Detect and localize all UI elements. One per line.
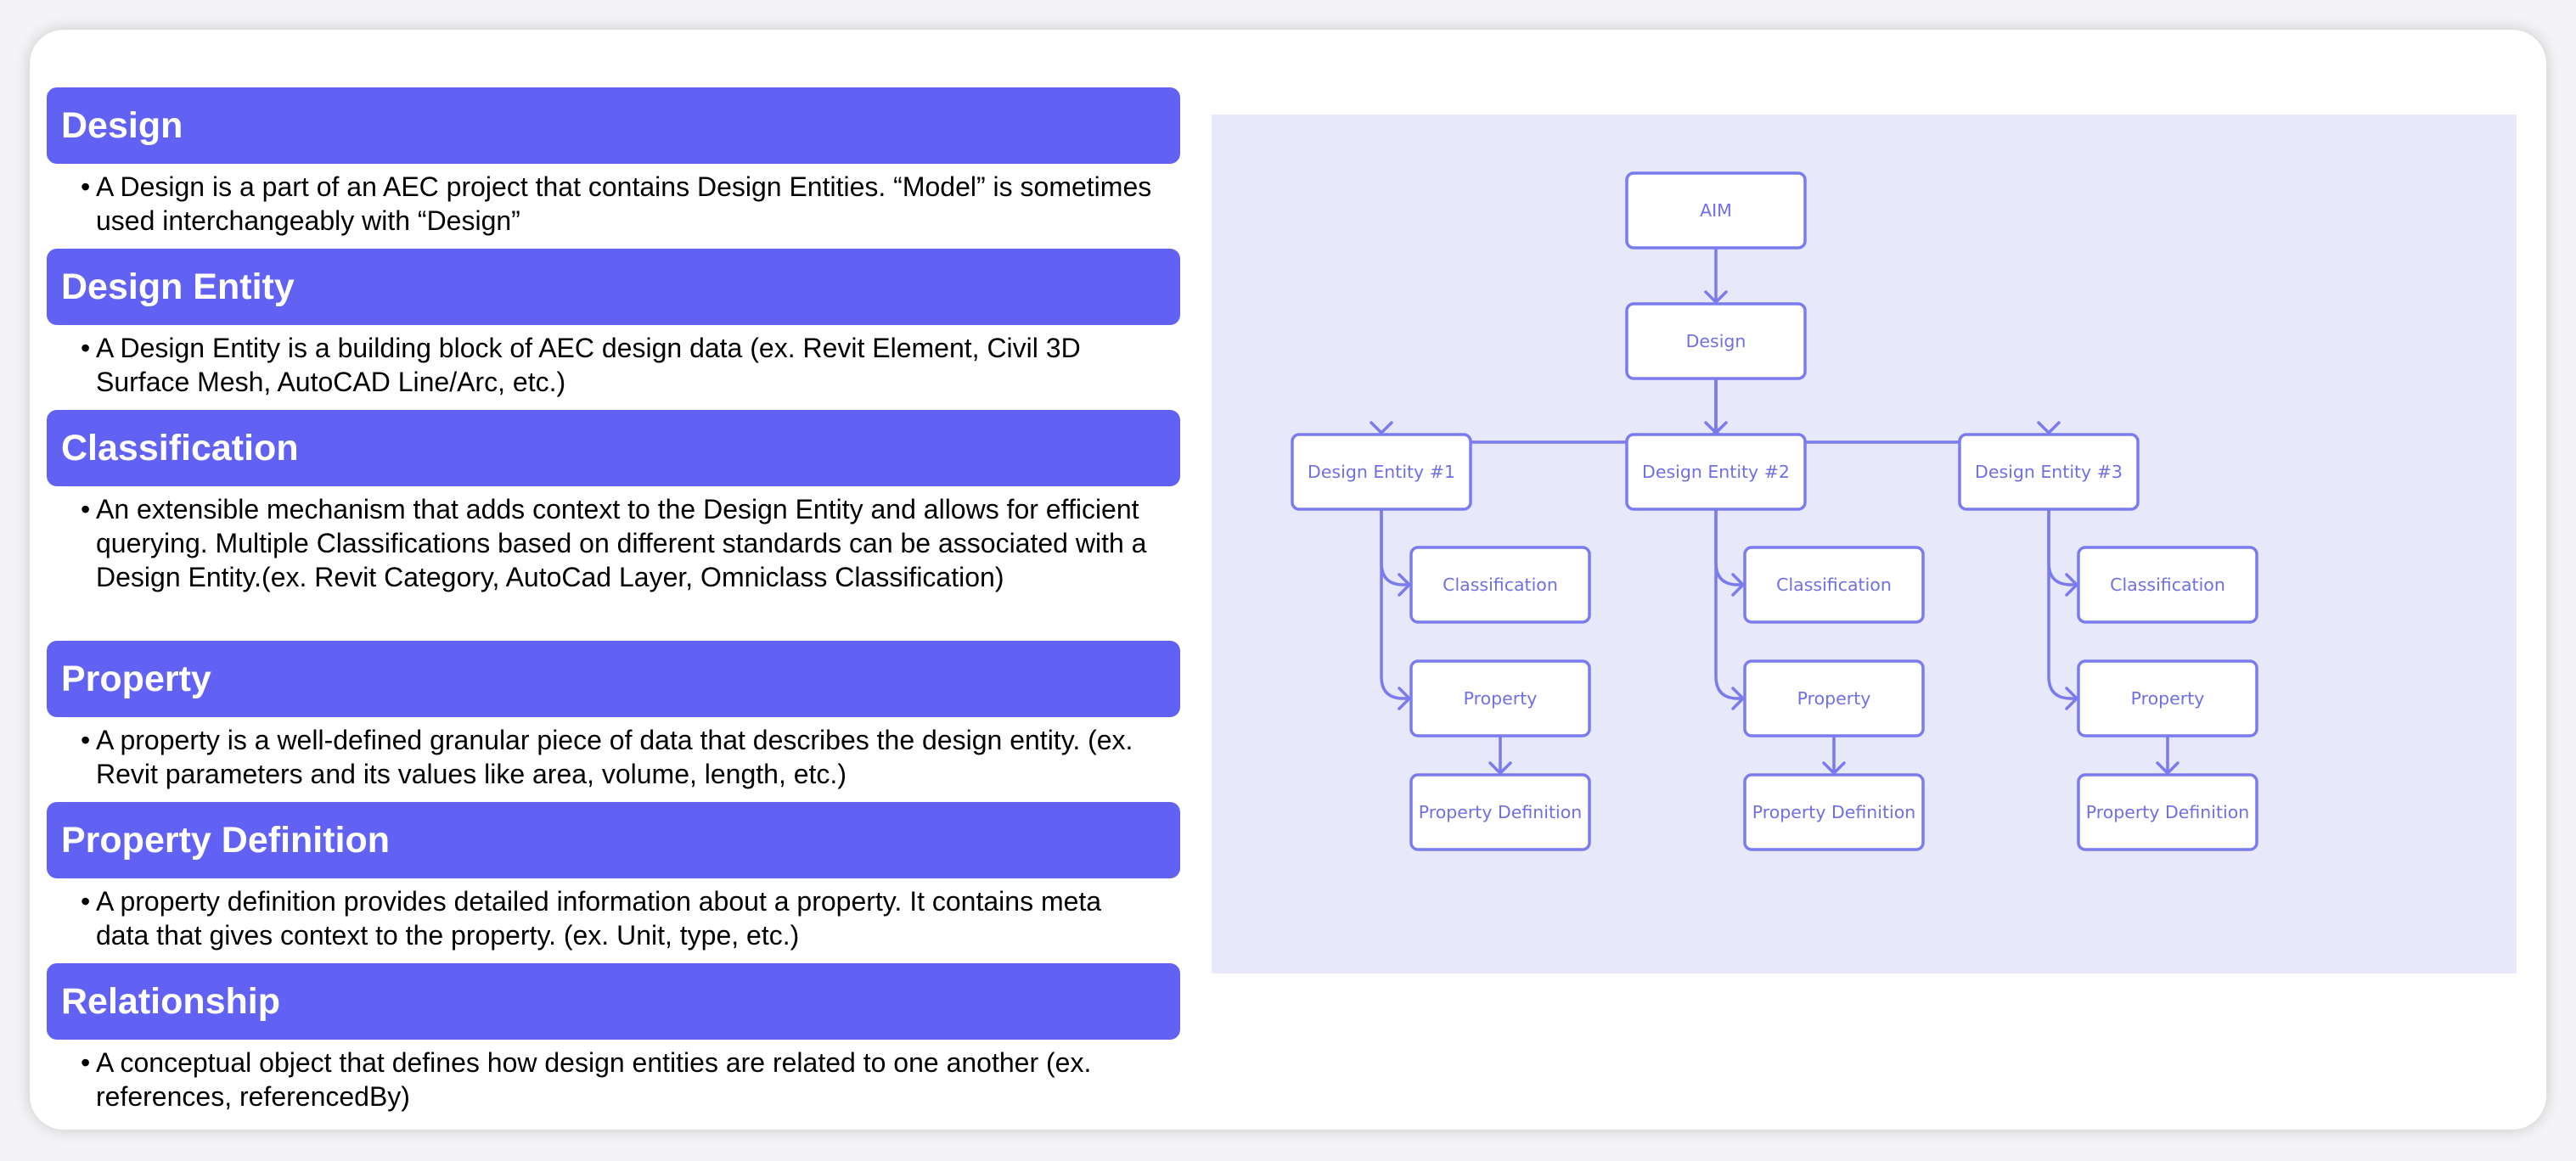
node-label: Design Entity #1: [1308, 462, 1455, 482]
diagram-node-cl3: Classification: [2077, 546, 2258, 624]
node-box: [2077, 659, 2258, 738]
definition-section: Relationship•A conceptual object that de…: [47, 963, 1180, 1113]
definition-section: Property•A property is a well-defined gr…: [47, 641, 1180, 791]
definition-header: Design: [47, 87, 1180, 164]
bullet-icon: •: [81, 494, 91, 524]
node-box: [1625, 302, 1807, 380]
node-label: Property: [2131, 688, 2205, 709]
diagram-node-pr3: Property: [2077, 659, 2258, 738]
node-label: AIM: [1700, 200, 1732, 221]
arrow-head-icon: [1370, 421, 1393, 435]
definition-text: A Design Entity is a building block of A…: [96, 333, 1081, 397]
node-box: [1625, 171, 1807, 250]
node-label: Property Definition: [2086, 802, 2250, 822]
node-box: [2077, 773, 2258, 851]
definition-description: •A property is a well-defined granular p…: [47, 717, 1180, 791]
diagram-node-pd1: Property Definition: [1409, 773, 1591, 851]
bullet-icon: •: [81, 171, 91, 202]
node-label: Design Entity #3: [1975, 462, 2123, 482]
definition-header: Relationship: [47, 963, 1180, 1040]
diagram-node-de1: Design Entity #1: [1291, 433, 1472, 511]
diagram-node-design: Design: [1625, 302, 1807, 380]
diagram-node-pd3: Property Definition: [2077, 773, 2258, 851]
node-box: [1743, 659, 1925, 738]
definition-header: Classification: [47, 410, 1180, 486]
definition-section: Design•A Design is a part of an AEC proj…: [47, 87, 1180, 238]
definition-header: Property: [47, 641, 1180, 717]
arrow-head-icon: [2156, 761, 2179, 775]
definition-text: A Design is a part of an AEC project tha…: [96, 171, 1152, 236]
node-label: Property Definition: [1419, 802, 1583, 822]
arrow-head-icon: [1488, 761, 1512, 775]
arrow-head-icon: [1731, 573, 1745, 597]
diagram-node-de2: Design Entity #2: [1625, 433, 1807, 511]
node-box: [1409, 773, 1591, 851]
definition-header: Property Definition: [47, 802, 1180, 878]
node-box: [1625, 433, 1807, 511]
arrow-head-icon: [2065, 573, 2078, 597]
connector-line: [1380, 508, 1411, 700]
node-label: Property: [1464, 688, 1538, 709]
arrow-head-icon: [1398, 573, 1411, 597]
node-box: [1743, 773, 1925, 851]
arrow-head-icon: [2065, 687, 2078, 710]
node-label: Design Entity #2: [1642, 462, 1790, 482]
node-box: [2077, 546, 2258, 624]
bullet-icon: •: [81, 886, 91, 917]
node-label: Property Definition: [1752, 802, 1916, 822]
node-label: Property: [1797, 688, 1871, 709]
node-label: Classification: [1443, 575, 1558, 595]
connector-line: [2047, 508, 2078, 700]
bullet-icon: •: [81, 1047, 91, 1078]
arrow-head-icon: [1398, 687, 1411, 710]
diagram-node-cl2: Classification: [1743, 546, 1925, 624]
diagram-node-pr1: Property: [1409, 659, 1591, 738]
node-label: Classification: [2110, 575, 2225, 595]
definition-header: Design Entity: [47, 249, 1180, 325]
bullet-icon: •: [81, 725, 91, 755]
node-label: Classification: [1776, 575, 1892, 595]
definition-description: •A Design is a part of an AEC project th…: [47, 164, 1180, 238]
definition-text: An extensible mechanism that adds contex…: [96, 494, 1147, 592]
diagram-node-cl1: Classification: [1409, 546, 1591, 624]
definition-text: A conceptual object that defines how des…: [96, 1047, 1092, 1112]
definition-description: •A property definition provides detailed…: [47, 878, 1180, 952]
arrow-head-icon: [1822, 761, 1846, 775]
arrow-head-icon: [1731, 687, 1745, 710]
diagram-node-aim: AIM: [1625, 171, 1807, 250]
node-box: [1409, 659, 1591, 738]
definition-text: A property definition provides detailed …: [96, 886, 1102, 951]
diagram-node-de3: Design Entity #3: [1958, 433, 2140, 511]
node-label: Design: [1686, 331, 1746, 351]
node-box: [1743, 546, 1925, 624]
definition-text: A property is a well-defined granular pi…: [96, 725, 1133, 789]
arrow-head-icon: [1704, 290, 1728, 304]
diagram-node-pr2: Property: [1743, 659, 1925, 738]
definition-description: •A Design Entity is a building block of …: [47, 325, 1180, 399]
definition-description: •A conceptual object that defines how de…: [47, 1040, 1180, 1113]
definition-description: •An extensible mechanism that adds conte…: [47, 486, 1180, 594]
bullet-icon: •: [81, 333, 91, 363]
node-box: [1409, 546, 1591, 624]
diagram-node-pd2: Property Definition: [1743, 773, 1925, 851]
connector-line: [1714, 508, 1745, 700]
definition-section: Property Definition•A property definitio…: [47, 802, 1180, 952]
arrow-head-icon: [2037, 421, 2061, 435]
definition-section: Classification•An extensible mechanism t…: [47, 410, 1180, 594]
node-box: [1958, 433, 2140, 511]
definition-section: Design Entity•A Design Entity is a build…: [47, 249, 1180, 399]
node-box: [1291, 433, 1472, 511]
